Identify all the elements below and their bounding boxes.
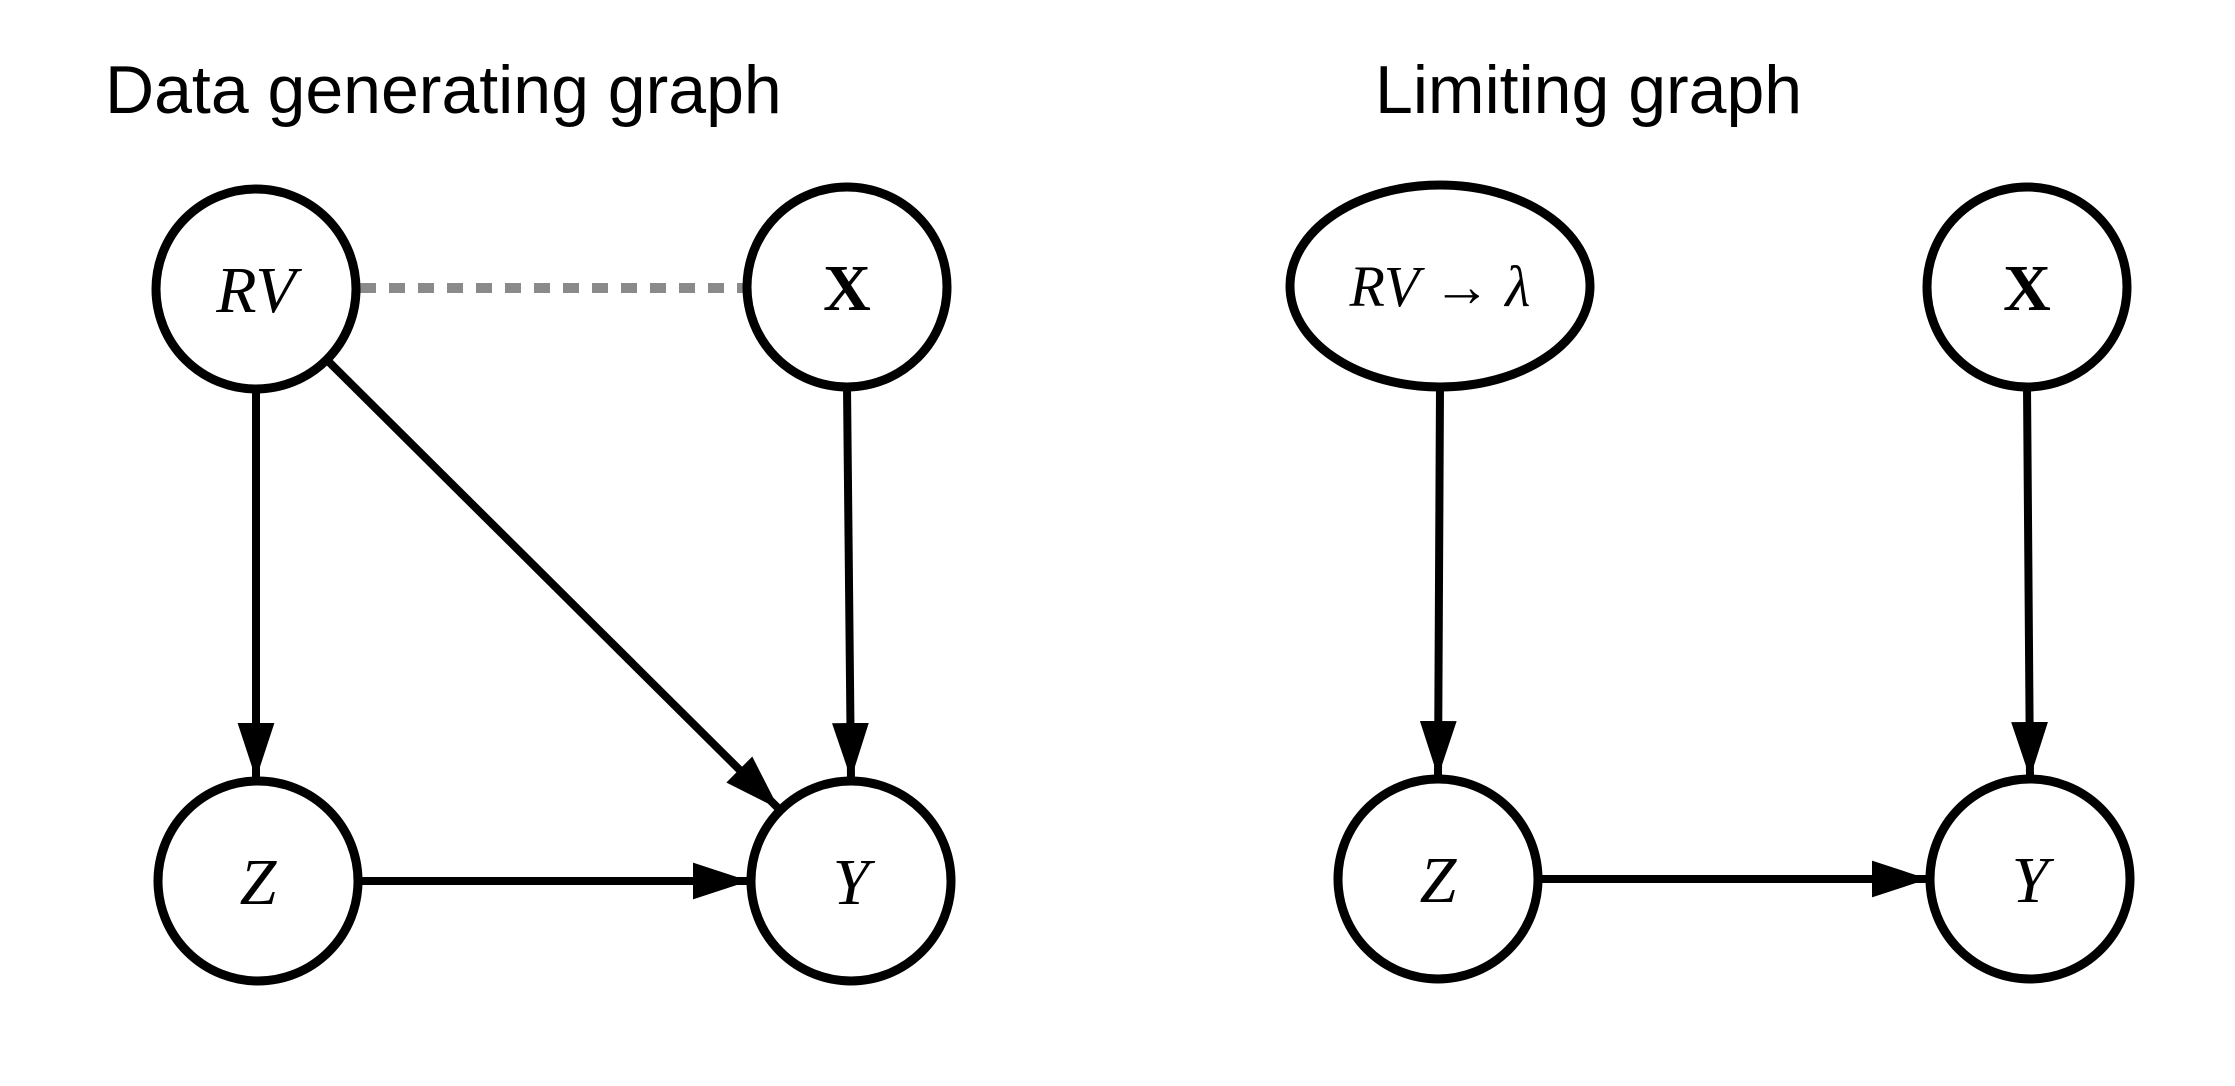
right-edge-rvlambda-to-z: [1419, 386, 1457, 778]
right-node-y-label: Y: [2012, 844, 2055, 917]
right-node-rv-lambda-label: RV → λ: [1349, 254, 1531, 319]
right-node-rv-lambda-ellipse: [1285, 180, 1595, 392]
right-node-x-label: X: [2003, 252, 2051, 325]
left-node-y-label: Y: [833, 846, 876, 919]
right-edge-x-to-y: [2011, 386, 2048, 779]
left-node-z: Z: [153, 776, 363, 986]
left-node-rv-circle: [151, 184, 361, 394]
right-node-x-circle: [1922, 182, 2132, 392]
left-node-y: Y: [746, 776, 956, 986]
left-node-x-label: X: [823, 252, 871, 325]
left-edge-rv-to-y: [324, 357, 782, 812]
right-node-y-circle: [1925, 774, 2135, 984]
right-node-z: Z: [1333, 774, 1543, 984]
left-panel-title: Data generating graph: [105, 52, 782, 128]
left-edge-x-to-y: [832, 386, 869, 780]
left-node-x: X: [742, 182, 952, 392]
right-node-rv-lambda: RV → λ: [1285, 180, 1595, 392]
left-node-x-circle: [742, 182, 952, 392]
left-node-y-circle: [746, 776, 956, 986]
right-panel-title: Limiting graph: [1375, 52, 1802, 128]
left-node-z-circle: [153, 776, 363, 986]
right-node-y: Y: [1925, 774, 2135, 984]
right-panel: Limiting graph RV → λ X Z: [1285, 52, 2135, 984]
right-node-x: X: [1922, 182, 2132, 392]
right-node-z-circle: [1333, 774, 1543, 984]
left-node-rv-label: RV: [215, 254, 302, 327]
left-panel: Data generating graph RV X: [105, 52, 956, 986]
right-node-z-label: Z: [1420, 844, 1458, 917]
left-node-rv: RV: [151, 184, 361, 394]
left-node-z-label: Z: [240, 846, 278, 919]
